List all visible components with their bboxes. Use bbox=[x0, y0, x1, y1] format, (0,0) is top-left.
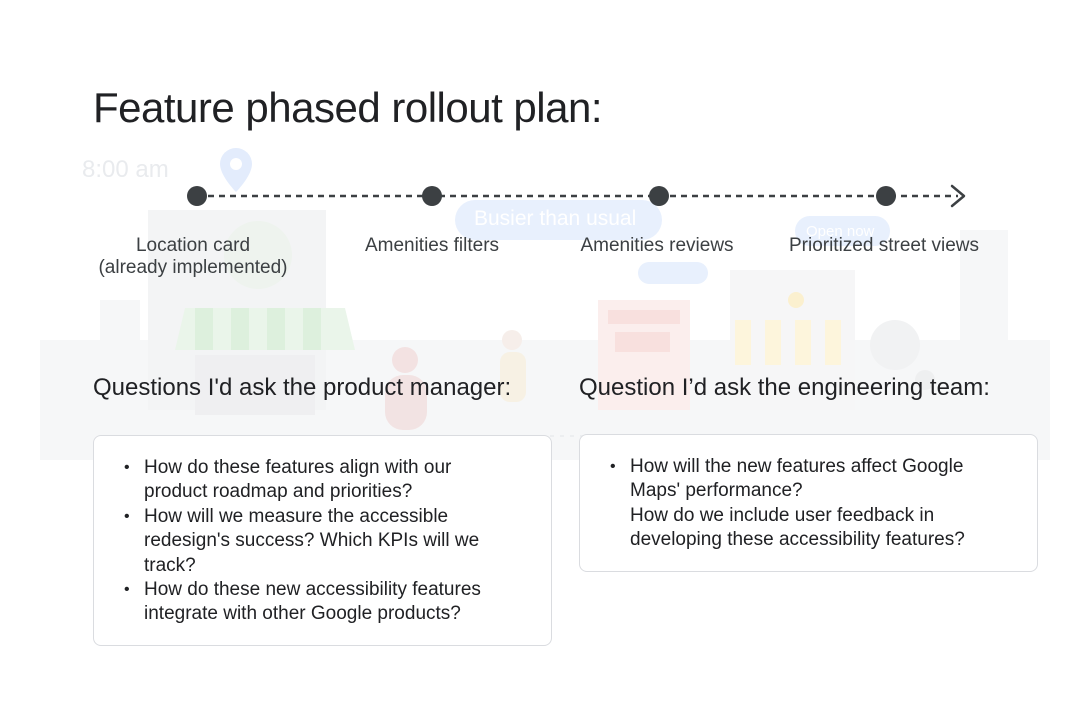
question-line: Maps' performance? bbox=[630, 480, 803, 502]
busy-chip bbox=[455, 200, 662, 240]
bg-busy-text: Busier than usual bbox=[474, 207, 637, 230]
yellow-shop-lamp bbox=[788, 292, 804, 308]
pm-questions-list: • How do these features align with our p… bbox=[94, 456, 551, 627]
phase-label-amenities-filters: Amenities filters bbox=[332, 235, 532, 257]
phase-label-text: Location card bbox=[135, 235, 251, 256]
eng-questions-list: • How will the new features affect Googl… bbox=[580, 455, 1037, 553]
question-line: product roadmap and priorities? bbox=[144, 481, 413, 503]
tree-icon bbox=[870, 320, 920, 370]
awning-stripe bbox=[303, 308, 321, 350]
open-now-chip bbox=[795, 216, 890, 246]
pm-questions-card: • How do these features align with our p… bbox=[93, 435, 552, 646]
left-shop-window bbox=[195, 355, 315, 415]
list-item: • How do these new accessibility feature… bbox=[94, 578, 551, 627]
question-line: How do these features align with our bbox=[144, 457, 452, 478]
list-item: • How will the new features affect Googl… bbox=[580, 455, 1037, 553]
bullet-icon: • bbox=[124, 507, 130, 525]
yellow-stripe bbox=[765, 320, 781, 365]
eng-questions-heading: Question I’d ask the engineering team: bbox=[579, 374, 990, 401]
eng-questions-card: • How will the new features affect Googl… bbox=[579, 434, 1038, 572]
left-building-sign bbox=[224, 221, 292, 289]
bullet-icon: • bbox=[610, 458, 616, 475]
phase-label-text: Amenities reviews bbox=[580, 235, 734, 256]
far-building bbox=[960, 230, 1008, 350]
bg-time-text: 8:00 am bbox=[82, 156, 169, 183]
bullet-icon: • bbox=[124, 581, 130, 599]
phase-label-location-card: Location card (already implemented) bbox=[83, 235, 303, 279]
bullet-icon: • bbox=[124, 459, 130, 476]
person-body bbox=[500, 352, 526, 402]
yellow-stripe bbox=[825, 320, 841, 365]
question-line: How will we measure the accessible bbox=[144, 505, 449, 527]
awning-stripe bbox=[267, 308, 285, 350]
list-item: • How will we measure the accessible red… bbox=[94, 505, 551, 578]
person-head bbox=[392, 347, 418, 373]
list-item: • How do these features align with our p… bbox=[94, 456, 551, 505]
phase-label-text: Prioritized street views bbox=[788, 235, 980, 256]
person-body bbox=[385, 375, 427, 430]
phase-label-subtext: (already implemented) bbox=[98, 257, 288, 278]
question-line: track? bbox=[144, 554, 196, 576]
red-shop-sign bbox=[608, 310, 680, 324]
phase-label-text: Amenities filters bbox=[364, 235, 500, 256]
awning-stripe bbox=[231, 308, 249, 350]
question-line: redesign's success? Which KPIs will we bbox=[144, 530, 480, 552]
question-line: How do we include user feedback in bbox=[630, 504, 935, 526]
phase-label-prioritized-street-views: Prioritized street views bbox=[764, 235, 1004, 257]
pm-questions-heading: Questions I'd ask the product manager: bbox=[93, 374, 512, 401]
bg-open-text: Open now bbox=[806, 223, 875, 240]
yellow-stripe bbox=[795, 320, 811, 365]
awning-stripe bbox=[195, 308, 213, 350]
person-head bbox=[915, 370, 935, 390]
person-head bbox=[502, 330, 522, 350]
question-line: How do these new accessibility features bbox=[144, 579, 481, 601]
question-line: developing these accessibility features? bbox=[630, 529, 965, 551]
question-line: integrate with other Google products? bbox=[144, 603, 461, 625]
phase-label-amenities-reviews: Amenities reviews bbox=[557, 235, 757, 257]
rating-bubble bbox=[638, 262, 708, 284]
yellow-stripe bbox=[735, 320, 751, 365]
far-building bbox=[100, 300, 140, 360]
map-pin-center bbox=[230, 158, 242, 170]
slide-title: Feature phased rollout plan: bbox=[93, 84, 603, 131]
red-shop-window bbox=[615, 332, 670, 352]
question-line: How will the new features affect Google bbox=[630, 456, 964, 477]
